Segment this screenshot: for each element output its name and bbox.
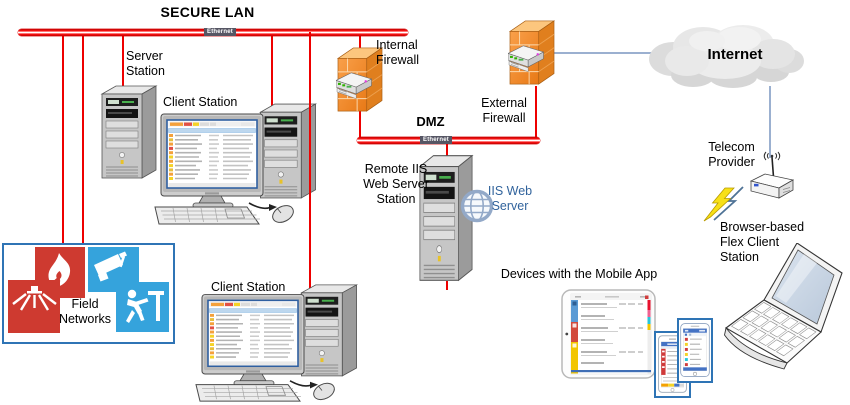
internet-telecom-line: [769, 86, 771, 158]
secure-lan-title: SECURE LAN: [160, 4, 255, 20]
client-station-bottom-icon: [194, 281, 364, 405]
cctv-camera-icon: [94, 251, 127, 282]
remote-iis-station-label: Remote IIS Web Server Station: [363, 162, 429, 206]
sprinkler-icon: [12, 286, 57, 311]
client-station-bottom-label: Client Station: [211, 280, 286, 294]
lightning-bolt-icon: [702, 185, 746, 223]
smartphone-front-icon: [677, 318, 713, 383]
intruder-tile: [116, 282, 169, 332]
field-networks-icons: [8, 247, 169, 333]
lan-ethernet-media-label: Ethernet: [204, 28, 236, 36]
server-tower-icon: [99, 84, 159, 180]
intruder-icon: [126, 289, 164, 323]
iis-connector-stub-line: [446, 281, 448, 290]
client-station-top-label: Client Station: [163, 95, 238, 109]
dmz-title: DMZ: [416, 114, 445, 129]
lan-client1-connector-line: [271, 32, 273, 106]
tablet-icon: [561, 289, 656, 379]
firewall-internet-line: [553, 52, 653, 54]
lan-client2-connector-line: [309, 32, 311, 288]
mobile-devices-label: Devices with the Mobile App: [500, 267, 658, 281]
dmz-iis-connector-line: [446, 141, 448, 158]
field-networks-label: Field Networks: [58, 297, 112, 326]
field-networks-panel: Field Networks: [2, 243, 175, 344]
client-station-top-icon: [153, 100, 323, 228]
server-station-label: Server Station: [126, 49, 165, 78]
iis-web-server-label: IIS Web Server: [487, 184, 533, 213]
internal-firewall-label: Internal Firewall: [376, 38, 420, 67]
external-firewall-icon: [508, 19, 556, 86]
external-firewall-dmz-connector-line: [535, 86, 537, 140]
lan-field-connector-line-1: [62, 32, 64, 244]
flame-icon: [48, 253, 71, 287]
flex-client-station-label: Browser-based Flex Client Station: [720, 220, 805, 264]
internet-label: Internet: [707, 46, 763, 63]
dmz-ethernet-media-label: Ethernet: [420, 136, 452, 144]
external-firewall-label: External Firewall: [481, 96, 527, 125]
lan-field-connector-line-2: [82, 32, 84, 244]
telecom-provider-label: Telecom Provider: [708, 140, 755, 169]
lan-server-connector-line: [122, 32, 124, 87]
